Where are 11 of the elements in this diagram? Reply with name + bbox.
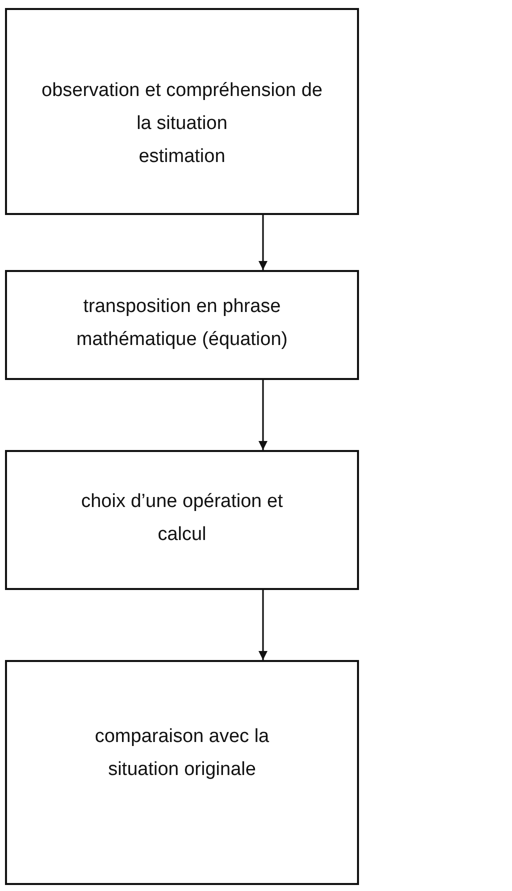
step-text: comparaison avec la situation originale	[94, 725, 270, 782]
process-box	[5, 660, 359, 885]
step-text: choix d’une opération et calcul	[80, 490, 284, 547]
process-box	[5, 450, 359, 590]
process-box	[5, 270, 359, 380]
arrow	[258, 590, 268, 660]
step-text: estimation	[138, 145, 226, 169]
arrow	[258, 215, 268, 270]
step-text: transposition en phrase mathématique (équation)	[75, 295, 289, 352]
process-box	[5, 8, 359, 215]
arrow	[258, 380, 268, 450]
